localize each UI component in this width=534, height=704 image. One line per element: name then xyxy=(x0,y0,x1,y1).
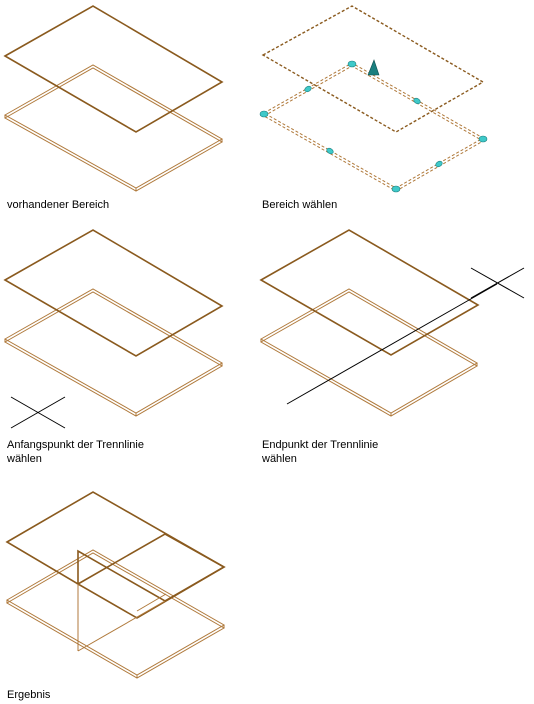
grip-point xyxy=(326,147,334,155)
grip-point xyxy=(304,85,312,93)
area-outline-lower xyxy=(76,533,226,619)
panel-existing-area xyxy=(3,5,224,192)
slab xyxy=(3,64,224,192)
panel-end-point xyxy=(259,229,525,417)
caption-start-point-line1: Anfangspunkt der Trennlinie xyxy=(7,439,144,451)
caption-result: Ergebnis xyxy=(7,689,51,701)
direction-arrow-icon xyxy=(367,59,380,76)
grip-point xyxy=(259,110,269,118)
result-area-outlines xyxy=(5,491,226,619)
caption-existing-area: vorhandener Bereich xyxy=(7,199,110,211)
grip-point xyxy=(413,97,421,105)
slab-dashed xyxy=(262,62,485,192)
caption-end-point: Endpunkt der Trennlinie wählen xyxy=(262,438,378,466)
caption-end-point-line1: Endpunkt der Trennlinie xyxy=(262,439,379,451)
grip-point xyxy=(478,135,488,143)
panel-start-point xyxy=(3,229,224,429)
panel-select-area xyxy=(259,5,488,193)
grip-point xyxy=(391,185,401,193)
caption-select-area: Bereich wählen xyxy=(262,199,338,211)
grip-point xyxy=(347,60,357,68)
area-outline xyxy=(3,5,224,133)
dividing-line xyxy=(286,283,498,405)
caption-start-point: Anfangspunkt der Trennlinie wählen xyxy=(7,438,144,466)
caption-start-point-line2: wählen xyxy=(7,453,42,465)
result-dividing-edges xyxy=(77,584,167,652)
area-outline xyxy=(259,229,480,356)
slab xyxy=(6,549,226,679)
crosshair-cursor-icon xyxy=(10,396,66,429)
caption-end-point-line2: wählen xyxy=(262,453,297,465)
area-outline xyxy=(3,229,224,357)
slab xyxy=(259,288,478,417)
crosshair-cursor-icon xyxy=(470,267,525,299)
slab xyxy=(3,288,223,417)
grip-point xyxy=(435,160,443,168)
panel-result xyxy=(5,491,226,679)
area-outline-dashed xyxy=(261,5,485,133)
grip-points xyxy=(259,60,488,193)
